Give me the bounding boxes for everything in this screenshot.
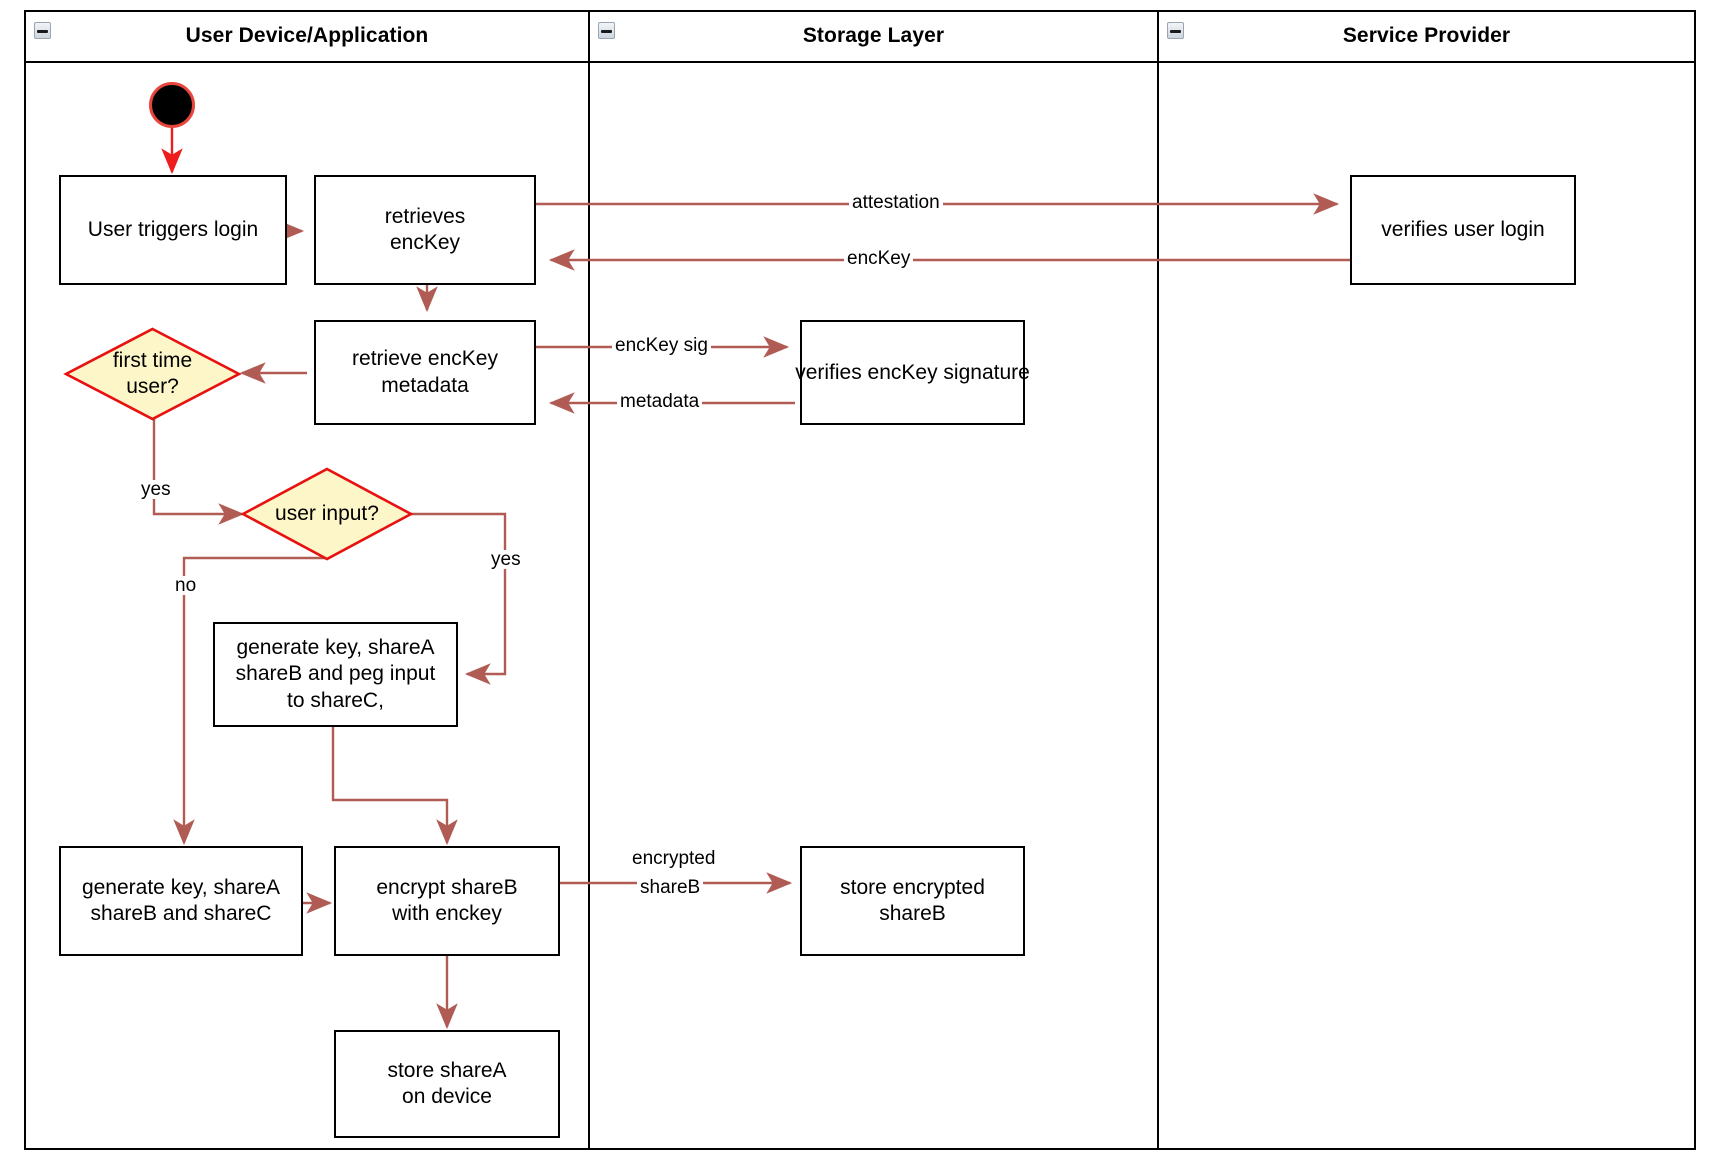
node-label-line1: generate key, shareA (236, 636, 435, 660)
decision-label: user input? (275, 501, 379, 525)
node-retrieves-enckey[interactable]: retrieves encKey (314, 175, 536, 285)
collapse-minus-icon-user-device[interactable] (34, 22, 51, 39)
node-label-line1: encrypt shareB (376, 875, 518, 899)
lane-divider-2 (1157, 10, 1159, 1150)
node-label-line1: store shareA (387, 1058, 507, 1082)
node-label-line1: retrieve encKey (352, 347, 498, 371)
node-label-line1: generate key, shareA (81, 875, 281, 899)
node-label-line2: on device (402, 1085, 492, 1108)
edge-label-metadata: metadata (617, 392, 703, 411)
edge-label-encrypted-shareb-line1: encrypted (629, 849, 719, 868)
edge-label-encrypted-shareb-line2: shareB (637, 878, 704, 897)
node-label-line3: to shareC, (287, 688, 384, 712)
node-label-line2: metadata (381, 373, 469, 397)
node-label-line2: shareB and shareC (90, 902, 272, 925)
node-generate-key-peg-input[interactable]: generate key, shareA shareB and peg inpu… (213, 622, 458, 727)
lane-header-separator (24, 61, 1696, 63)
lane-divider-1 (588, 10, 590, 1150)
collapse-minus-icon-storage-layer[interactable] (598, 22, 615, 39)
decision-first-time-user[interactable]: first time user? (63, 327, 242, 421)
node-store-sharea-on-device[interactable]: store shareA on device (334, 1030, 560, 1138)
node-store-encrypted-shareb[interactable]: store encrypted shareB (800, 846, 1025, 956)
node-generate-key-sharea-shareb-sharec[interactable]: generate key, shareA shareB and shareC (59, 846, 303, 956)
node-label-line2: encKey (389, 231, 461, 254)
node-label-line2: shareB and peg input (235, 662, 436, 686)
node-verifies-enckey-signature[interactable]: verifies encKey signature (795, 320, 1030, 425)
lane-title-service-provider: Service Provider (1342, 24, 1511, 47)
node-label-line1: store encrypted (840, 875, 985, 899)
start-node (149, 82, 195, 128)
edge-label-firsttime-yes: yes (138, 480, 174, 499)
decision-user-input[interactable]: user input? (240, 467, 414, 561)
decision-label-line2: user? (126, 375, 179, 398)
edge-label-userinput-yes: yes (488, 550, 524, 569)
diagram-frame (24, 10, 1696, 1150)
decision-label-line1: first time (112, 348, 193, 372)
node-retrieve-enckey-metadata[interactable]: retrieve encKey metadata (314, 320, 536, 425)
edge-label-userinput-no: no (172, 576, 200, 595)
node-label: User triggers login (87, 217, 259, 241)
node-label: verifies encKey signature (795, 360, 1030, 384)
edge-label-attestation: attestation (849, 193, 943, 212)
node-label-line2: shareB (879, 902, 946, 925)
edge-label-enckey-sig: encKey sig (612, 336, 711, 355)
edge-label-enckey: encKey (844, 249, 914, 268)
collapse-minus-icon-service-provider[interactable] (1167, 22, 1184, 39)
lane-title-user-device: User Device/Application (185, 24, 429, 47)
node-user-triggers-login[interactable]: User triggers login (59, 175, 287, 285)
node-label: verifies user login (1381, 217, 1545, 241)
node-verifies-user-login[interactable]: verifies user login (1350, 175, 1576, 285)
lane-title-storage-layer: Storage Layer (802, 24, 945, 47)
node-label-line1: retrieves (384, 204, 466, 228)
node-encrypt-shareb-with-enckey[interactable]: encrypt shareB with enckey (334, 846, 560, 956)
node-label-line2: with enckey (392, 902, 502, 925)
